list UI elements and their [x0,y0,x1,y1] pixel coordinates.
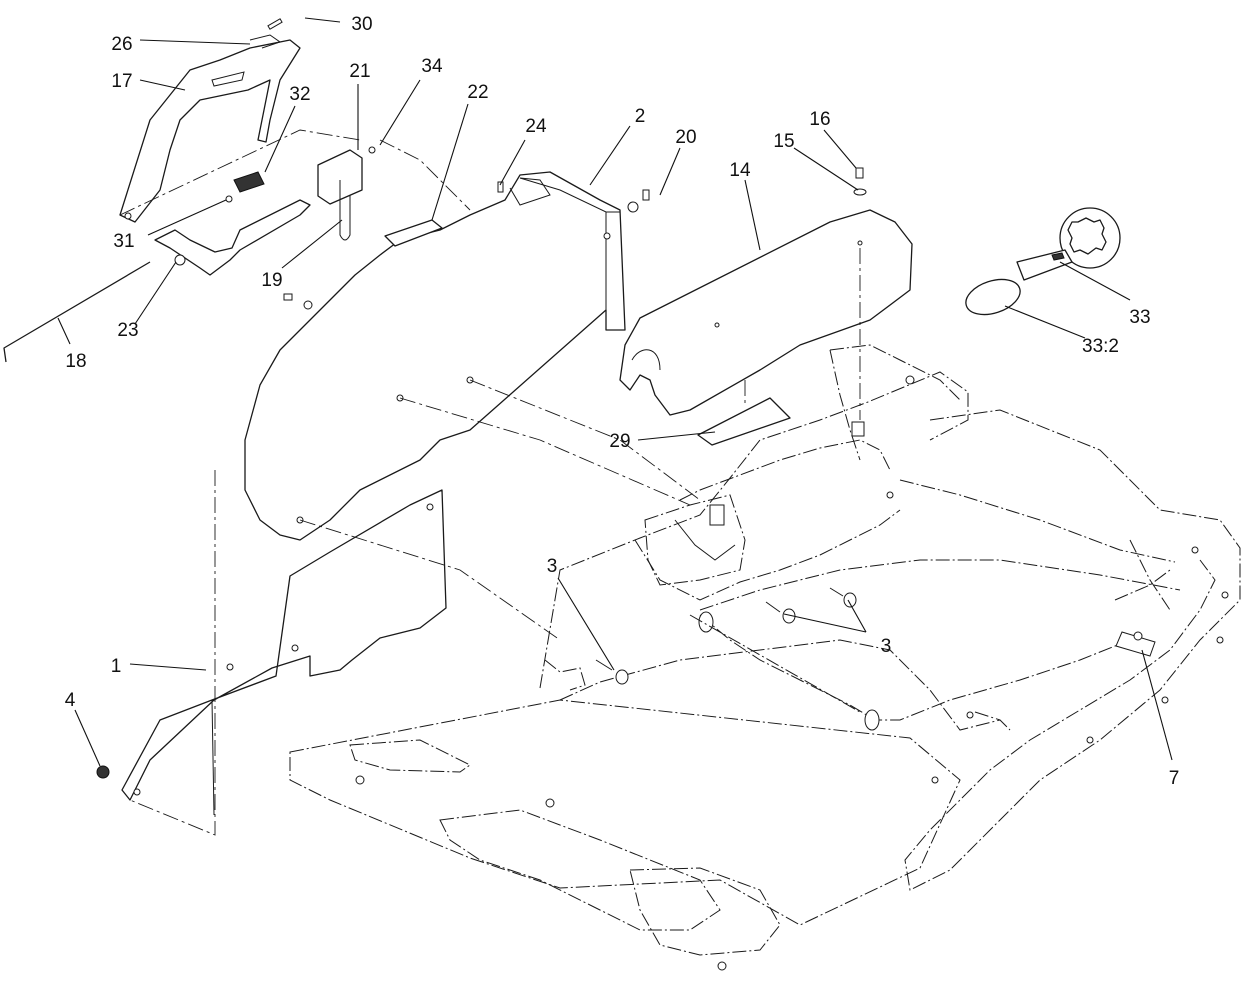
callout-32: 32 [289,84,310,105]
console-part-2 [244,139,701,641]
callout-22: 22 [467,82,488,103]
callout-17: 17 [111,71,132,92]
callout-31: 31 [113,231,134,252]
fasteners [96,18,1156,779]
key-part-33 [965,207,1121,316]
callout-30: 30 [351,14,372,35]
plate-part-21 [317,149,363,205]
callout-21: 21 [349,61,370,82]
callout-labels: 1 2 3 3 4 7 14 15 16 17 18 19 20 21 22 2… [65,14,1180,789]
callout-24: 24 [525,116,547,137]
callout-23: 23 [117,320,138,341]
bracket-part-22 [384,219,443,247]
callout-15: 15 [773,131,794,152]
cover-part-14 [619,209,913,420]
callout-33: 33 [1129,307,1150,328]
callout-7: 7 [1169,768,1180,789]
bracket-part-23 [154,199,311,276]
callout-34: 34 [421,56,443,77]
callout-29: 29 [609,431,630,452]
callout-19: 19 [261,270,282,291]
callout-1: 1 [111,656,122,677]
callout-2: 2 [635,106,646,127]
pin-part-19 [339,180,351,241]
callout-16: 16 [809,109,830,130]
handle-part-17 [119,34,361,223]
side-panel-part-1 [121,470,447,836]
main-frame [289,344,1241,971]
callout-18: 18 [65,351,86,372]
callout-33-2: 33:2 [1082,336,1119,357]
callout-20: 20 [675,127,696,148]
callout-14: 14 [729,160,751,181]
decal-part-29 [697,397,791,446]
rod-part-18 [3,261,151,363]
latch-part-32 [233,171,265,193]
callout-26: 26 [111,34,132,55]
callout-3-b: 3 [881,636,892,657]
leader-lines [57,17,1173,767]
callout-4: 4 [65,690,76,711]
callout-3-a: 3 [547,556,558,577]
